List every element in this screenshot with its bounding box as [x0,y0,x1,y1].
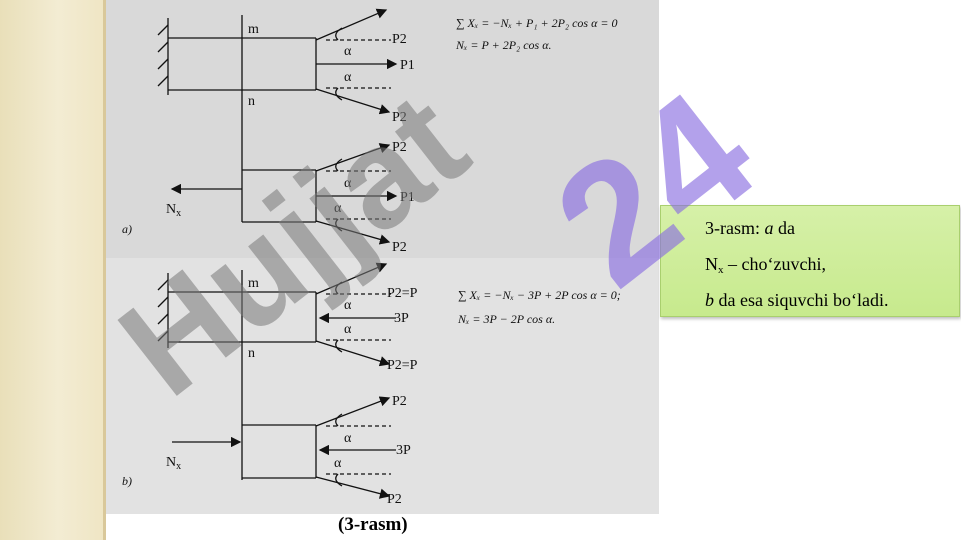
figure-part-a [106,0,659,258]
force-label-b-top: P2=P [387,286,418,301]
formula-b1: ∑ Xₓ = −Nₓ − 3P + 2P cos α = 0; [458,288,621,302]
angle-label-a2: α [344,70,352,85]
nx-label-a: Nx [166,202,182,219]
force-label-a2-mid: P1 [400,190,415,205]
angle-label-a4: α [334,201,342,216]
formula-a2: Nₓ = P + 2P₂ cos α. [456,38,552,52]
force-label-a2-bot: P2 [392,240,407,255]
force-label-a-mid: P1 [400,58,415,73]
force-label-b2-bot: P2 [387,492,402,507]
force-label-a-top: P2 [392,32,407,47]
part-a-label: a) [122,222,132,236]
angle-label-b3: α [344,431,352,446]
force-label-b-mid: 3P [394,311,409,326]
angle-label-b1: α [344,298,352,313]
force-label-a2-top: P2 [392,140,407,155]
angle-label-b4: α [334,456,342,471]
diagram-drawing [157,8,398,499]
band-edge [103,0,106,540]
force-label-b2-top: P2 [392,394,407,409]
label-m-b: m [248,276,259,291]
nx-label-b: Nx [166,455,182,472]
figure-part-b [106,258,659,514]
figure-caption: (3-rasm) [338,514,408,535]
force-label-b-bot: P2=P [387,358,418,373]
label-n-b: n [248,346,255,361]
angle-label-a1: α [344,44,352,59]
decorative-left-band [0,0,106,540]
force-label-b2-mid: 3P [396,443,411,458]
angle-label-a3: α [344,176,352,191]
figure-3: m n P2 P1 P2 α α P2 P1 P2 α α Nx a) ∑ Xₓ… [106,0,659,514]
note-line-1: 3-rasm: a da [705,218,795,238]
part-b-label: b) [122,474,132,488]
note-line-2: Nx – cho‘zuvchi, [705,254,826,276]
label-m-a: m [248,22,259,37]
formula-a1: ∑ Xₓ = −Nₓ + P₁ + 2P₂ cos α = 0 [456,16,618,30]
force-label-a-bot: P2 [392,110,407,125]
label-n-a: n [248,94,255,109]
angle-label-b2: α [344,322,352,337]
note-line-3: b da esa siquvchi bo‘ladi. [705,290,889,310]
note-box: 3-rasm: a da Nx – cho‘zuvchi, b da esa s… [660,205,960,317]
formula-b2: Nₓ = 3P − 2P cos α. [458,312,556,326]
